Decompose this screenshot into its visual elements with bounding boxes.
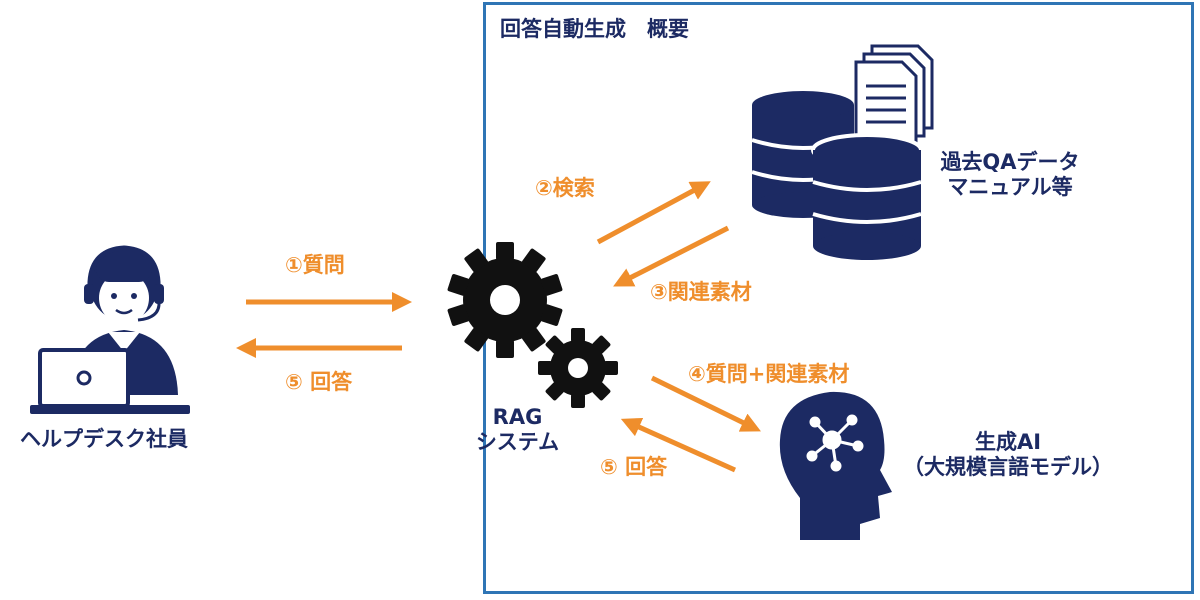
ai-head-icon bbox=[779, 391, 892, 540]
document-stack-icon bbox=[854, 44, 934, 146]
rag-label-line2: システム bbox=[475, 430, 560, 455]
arrow-label-answer-from-ai: ⑤ 回答 bbox=[600, 455, 668, 479]
arrow-label-search: ②検索 bbox=[535, 176, 595, 200]
arrow-label-question-plus-material: ④質問+関連素材 bbox=[688, 362, 850, 386]
database-label-line1: 過去QAデータ bbox=[940, 150, 1080, 174]
arrow-answer-from-ai bbox=[620, 417, 737, 473]
ai-label-line2: （大規模言語モデル） bbox=[903, 455, 1113, 480]
database-icon bbox=[751, 91, 923, 260]
ai-label: 生成AI （大規模言語モデル） bbox=[893, 430, 1123, 480]
rag-gears-icon bbox=[447, 242, 618, 408]
helpdesk-staff-icon bbox=[30, 245, 190, 414]
arrow-label-related-material: ③関連素材 bbox=[650, 280, 752, 304]
arrow-related-material bbox=[613, 225, 730, 287]
rag-label-line1: RAG bbox=[492, 405, 543, 429]
arrow-question-plus-material bbox=[650, 375, 761, 432]
frame-title: 回答自動生成 概要 bbox=[500, 17, 689, 41]
arrow-label-answer-to-staff: ⑤ 回答 bbox=[285, 370, 353, 394]
arrow-search bbox=[596, 181, 711, 245]
staff-label: ヘルプデスク社員 bbox=[20, 427, 188, 451]
rag-label: RAG システム bbox=[470, 405, 565, 455]
ai-label-line1: 生成AI bbox=[974, 430, 1042, 454]
arrow-label-question: ①質問 bbox=[285, 253, 345, 277]
database-label: 過去QAデータ マニュアル等 bbox=[935, 150, 1085, 200]
database-label-line2: マニュアル等 bbox=[947, 175, 1073, 200]
